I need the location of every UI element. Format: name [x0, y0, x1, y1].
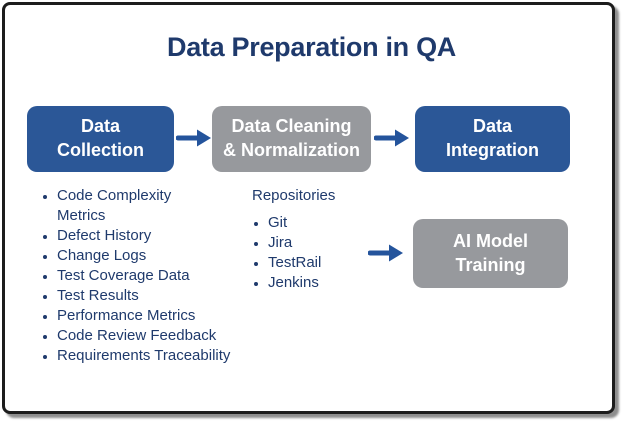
arrow-right-icon — [368, 244, 403, 262]
list-item: Change Logs — [57, 246, 250, 266]
flow-box-ai-model-training: AI Model Training — [413, 219, 568, 288]
arrow-right-icon — [176, 129, 211, 147]
list-item: Git — [268, 213, 382, 233]
list-item: TestRail — [268, 253, 382, 273]
flow-box-label: Data Collection — [56, 116, 144, 160]
flow-box-label: Data Cleaning & Normalization — [222, 116, 360, 160]
flow-box-label: AI Model Training — [453, 230, 528, 275]
arrow-right-icon — [374, 129, 409, 147]
collection-detail-list: Code Complexity Metrics Defect History C… — [40, 186, 250, 366]
page-title: Data Preparation in QA — [167, 32, 456, 62]
flow-box-label: Data Integration — [446, 116, 539, 160]
flow-box-data-cleaning-normalization: Data Cleaning & Normalization — [212, 106, 371, 172]
list-item: Jenkins — [268, 273, 382, 293]
list-item: Code Complexity Metrics — [57, 186, 250, 226]
list-item: Test Coverage Data — [57, 266, 250, 286]
diagram-frame — [2, 2, 615, 414]
list-item: Requirements Traceability — [57, 346, 250, 366]
repositories-label: Repositories — [252, 187, 336, 204]
list-item: Performance Metrics — [57, 306, 250, 326]
flow-box-data-integration: Data Integration — [415, 106, 570, 172]
list-item: Jira — [268, 233, 382, 253]
flow-box-data-collection: Data Collection — [27, 106, 174, 172]
list-item: Code Review Feedback — [57, 326, 250, 346]
list-item: Defect History — [57, 226, 250, 246]
list-item: Test Results — [57, 286, 250, 306]
repositories-detail-list: Repositories Git Jira TestRail Jenkins — [252, 186, 382, 293]
